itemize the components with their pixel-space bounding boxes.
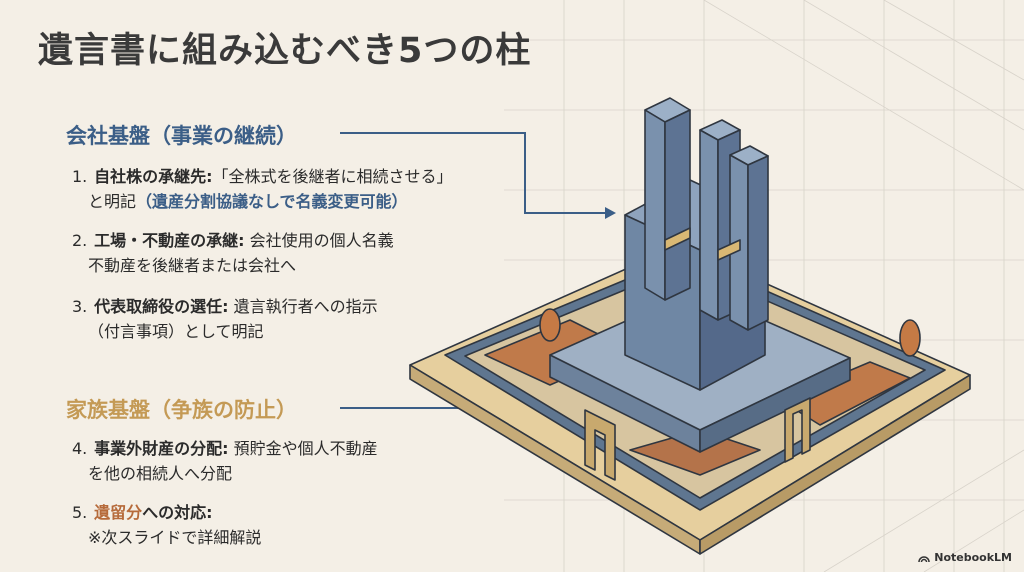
- item-text-cont: と明記: [88, 192, 137, 211]
- item-number: 1.: [72, 167, 88, 186]
- section-heading-family: 家族基盤（争族の防止）: [66, 398, 297, 422]
- list-item-1: 1. 自社株の承継先:「全株式を後継者に相続させる」 と明記（遺産分割協議なしで…: [72, 164, 453, 214]
- item-text-cont: 不動産を後継者または会社へ: [88, 256, 297, 275]
- item-label: への対応:: [142, 503, 213, 522]
- list-item-5: 5. 遺留分への対応: ※次スライドで詳細解説: [72, 500, 261, 550]
- item-text: 会社使用の個人名義: [244, 231, 394, 250]
- item-text: 遺言執行者への指示: [228, 297, 378, 316]
- list-item-2: 2. 工場・不動産の承継: 会社使用の個人名義 不動産を後継者または会社へ: [72, 228, 394, 278]
- page-title: 遺言書に組み込むべき5つの柱: [38, 31, 532, 71]
- item-text-cont: ※次スライドで詳細解説: [88, 528, 262, 547]
- item-text-cont: を他の相続人へ分配: [88, 464, 233, 483]
- item-number: 5.: [72, 503, 88, 522]
- brand-name: NotebookLM: [934, 551, 1012, 564]
- item-label: 工場・不動産の承継:: [94, 231, 245, 250]
- list-item-3: 3. 代表取締役の選任: 遺言執行者への指示 （付言事項）として明記: [72, 294, 378, 344]
- item-emphasis: （遺産分割協議なしで名義変更可能）: [136, 192, 408, 211]
- item-label: 代表取締役の選任:: [94, 297, 229, 316]
- item-label: 事業外財産の分配:: [94, 439, 229, 458]
- brand-watermark: NotebookLM: [918, 551, 1012, 564]
- item-text-cont: （付言事項）として明記: [88, 322, 264, 341]
- item-label: 自社株の承継先:: [94, 167, 213, 186]
- section-heading-company: 会社基盤（事業の継続）: [66, 124, 297, 148]
- item-number: 4.: [72, 439, 88, 458]
- item-number: 3.: [72, 297, 88, 316]
- item-label-emphasis: 遺留分: [94, 503, 143, 522]
- item-number: 2.: [72, 231, 88, 250]
- item-text: 預貯金や個人不動産: [228, 439, 378, 458]
- list-item-4: 4. 事業外財産の分配: 預貯金や個人不動産 を他の相続人へ分配: [72, 436, 378, 486]
- notebooklm-logo-icon: [918, 555, 930, 562]
- isometric-building-illustration: [409, 97, 971, 555]
